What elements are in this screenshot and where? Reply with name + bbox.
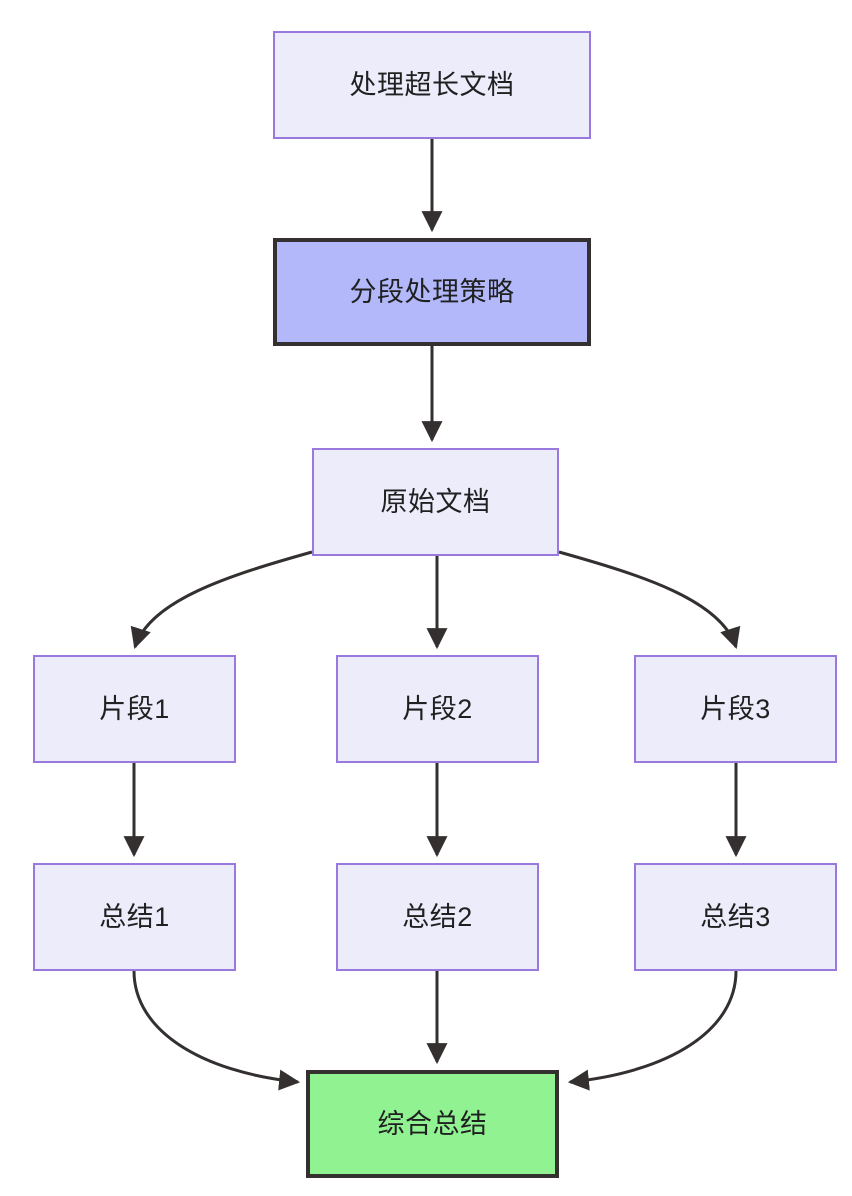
node-chunking-strategy[interactable]: 分段处理策略 <box>273 238 591 346</box>
node-chunk-3[interactable]: 片段3 <box>634 655 837 763</box>
node-label: 总结3 <box>700 901 771 932</box>
edge-summary3-to-final <box>567 970 738 1091</box>
edge-original-to-chunk3 <box>558 550 741 649</box>
node-summary-3[interactable]: 总结3 <box>634 863 837 971</box>
node-comprehensive-summary[interactable]: 综合总结 <box>306 1070 559 1178</box>
node-label: 分段处理策略 <box>349 276 515 307</box>
node-label: 综合总结 <box>377 1108 488 1139</box>
node-label: 处理超长文档 <box>349 69 515 100</box>
node-label: 总结1 <box>99 901 170 932</box>
node-label: 总结2 <box>402 901 473 932</box>
node-chunk-1[interactable]: 片段1 <box>33 655 236 763</box>
node-chunk-2[interactable]: 片段2 <box>336 655 539 763</box>
node-summary-1[interactable]: 总结1 <box>33 863 236 971</box>
node-label: 片段2 <box>402 693 473 724</box>
node-summary-2[interactable]: 总结2 <box>336 863 539 971</box>
node-label: 片段1 <box>99 693 170 724</box>
node-label: 片段3 <box>700 693 771 724</box>
node-label: 原始文档 <box>380 486 491 517</box>
edge-summary1-to-final <box>132 970 301 1091</box>
edge-original-to-chunk1 <box>130 550 313 649</box>
node-process-long-document[interactable]: 处理超长文档 <box>273 31 591 139</box>
node-original-document[interactable]: 原始文档 <box>312 448 559 556</box>
